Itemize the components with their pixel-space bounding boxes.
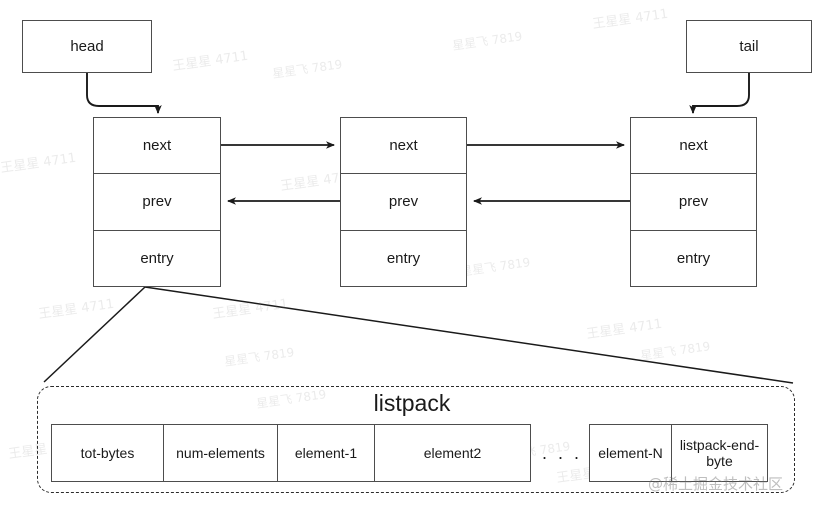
node-2-prev-cell[interactable]: prev (341, 173, 466, 229)
listpack-cell-num-elements[interactable]: num-elements (164, 424, 278, 482)
listpack-cell-tot-bytes[interactable]: tot-bytes (51, 424, 164, 482)
head-pointer-label: head (70, 38, 104, 55)
tail-pointer-box[interactable]: tail (686, 20, 812, 73)
quicklist-node-3[interactable]: next prev entry (630, 117, 757, 287)
entry-expand-line-right (144, 286, 794, 384)
tail-pointer-label: tail (739, 38, 759, 55)
node-3-next-cell[interactable]: next (679, 137, 708, 155)
entry-expand-line-left (43, 286, 146, 383)
node-1-prev-cell[interactable]: prev (94, 173, 220, 229)
node-3-entry-cell[interactable]: entry (631, 229, 756, 286)
listpack-cell-element-N[interactable]: element-N (589, 424, 672, 482)
head-connector-arrow (86, 73, 162, 114)
listpack-cell-element2[interactable]: element2 (375, 424, 531, 482)
node-2-entry-cell[interactable]: entry (341, 229, 466, 286)
tail-connector-arrow (689, 73, 750, 114)
listpack-ellipsis: . . . (541, 442, 582, 463)
quicklist-node-1[interactable]: next prev entry (93, 117, 221, 287)
quicklist-node-2[interactable]: next prev entry (340, 117, 467, 287)
node-2-next-cell[interactable]: next (389, 137, 418, 155)
listpack-cell-element-1[interactable]: element-1 (278, 424, 375, 482)
listpack-container[interactable] (37, 386, 795, 493)
listpack-cell-listpack-end-byte[interactable]: listpack-end-byte (672, 424, 768, 482)
node-1-entry-cell[interactable]: entry (94, 229, 220, 286)
node-1-next-cell[interactable]: next (142, 137, 172, 155)
node-3-prev-cell[interactable]: prev (631, 173, 756, 229)
head-pointer-box[interactable]: head (22, 20, 152, 73)
